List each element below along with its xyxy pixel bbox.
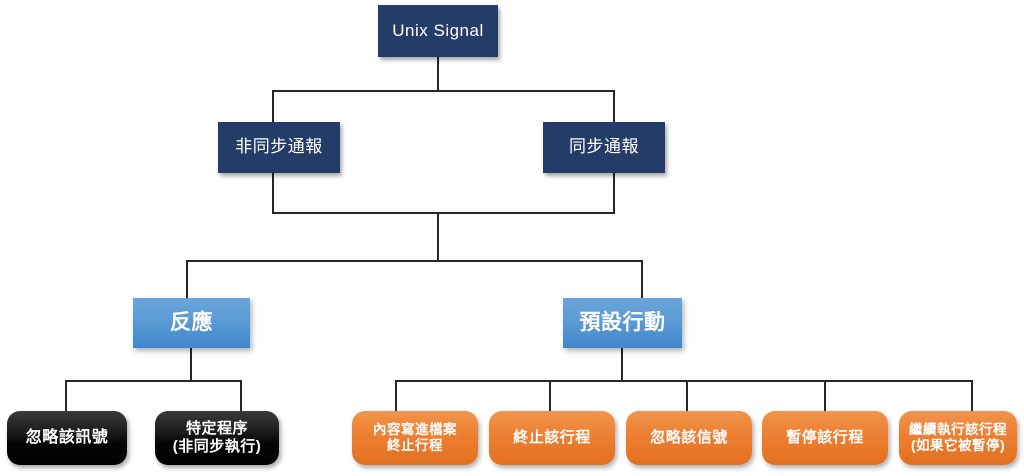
node-suspend-process[interactable]: 暫停該行程 (762, 411, 888, 465)
connector-merge-stem (437, 212, 439, 261)
connector-default-leaf4-drop (824, 380, 826, 411)
connector-default-bus (395, 380, 973, 382)
node-ignore-signal-default[interactable]: 忽略該信號 (626, 411, 752, 465)
connector-level2-left-drop (272, 90, 274, 123)
connector-level3-bus (186, 260, 642, 262)
node-unix-signal[interactable]: Unix Signal (378, 5, 498, 57)
node-async-notification[interactable]: 非同步通報 (218, 122, 340, 173)
node-sync-notification[interactable]: 同步通報 (543, 122, 665, 173)
connector-default-leaf1-drop (395, 380, 397, 411)
connector-level2-right-drop (613, 90, 615, 123)
connector-default-stem (621, 348, 623, 381)
connector-reaction-leaf1-drop (65, 380, 67, 411)
connector-default-leaf5-drop (971, 380, 973, 411)
connector-level3-left-drop (186, 260, 188, 299)
connector-default-leaf2-drop (549, 380, 551, 411)
connector-level2-bus (272, 90, 615, 92)
node-continue-process[interactable]: 繼續執行該行程 (如果它被暫停) (899, 411, 1017, 465)
node-default-action[interactable]: 預設行動 (563, 298, 682, 348)
connector-async-down (272, 173, 274, 213)
connector-merge-bus (272, 212, 615, 214)
node-reaction[interactable]: 反應 (133, 298, 250, 348)
connector-level3-right-drop (641, 260, 643, 299)
node-core-dump-terminate[interactable]: 內容寫進檔案 終止行程 (352, 411, 478, 465)
connector-root-stem (437, 57, 439, 92)
connector-sync-down (613, 173, 615, 213)
node-specific-procedure[interactable]: 特定程序 (非同步執行) (155, 411, 279, 465)
connector-reaction-bus (65, 380, 242, 382)
node-ignore-signal[interactable]: 忽略該訊號 (7, 411, 127, 465)
connector-reaction-leaf2-drop (240, 380, 242, 411)
node-terminate-process[interactable]: 終止該行程 (489, 411, 615, 465)
connector-default-leaf3-drop (686, 380, 688, 411)
connector-reaction-stem (190, 348, 192, 381)
